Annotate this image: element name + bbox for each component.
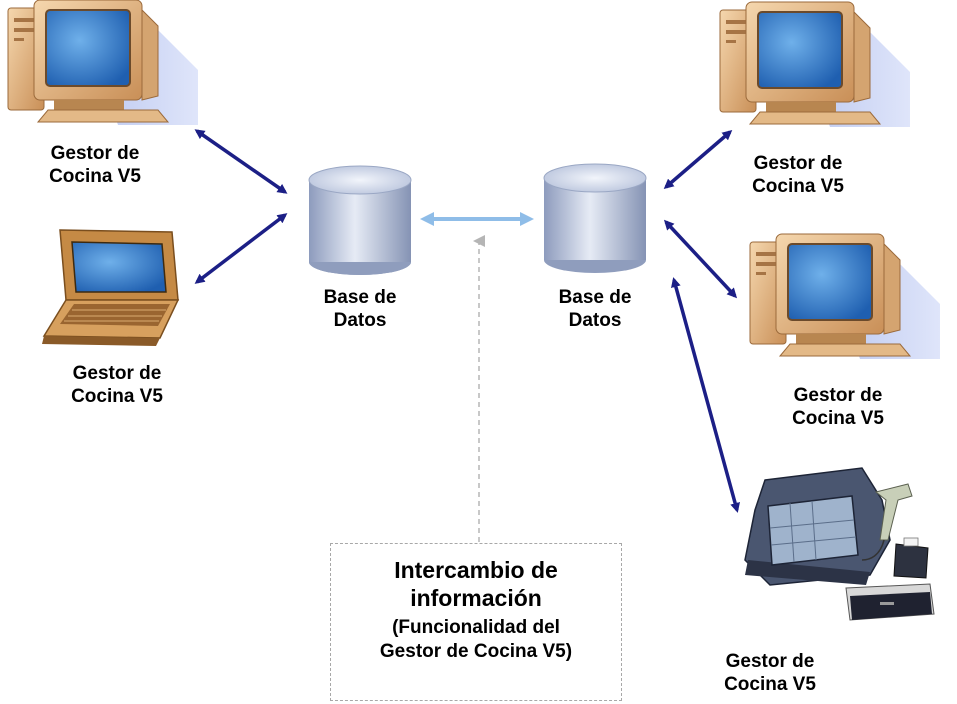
label-pc-mid-right: Gestor de Cocina V5 [758, 384, 918, 430]
label-pos-terminal: Gestor de Cocina V5 [690, 650, 850, 696]
connector-arrows [194, 129, 740, 513]
arrow-laptop-to-db [194, 213, 288, 284]
label-line: Cocina V5 [792, 408, 884, 429]
note-title-line: Intercambio de [394, 557, 558, 583]
label-line: Datos [333, 310, 387, 331]
label-line: Base de [558, 287, 632, 308]
pos-terminal-icon [744, 467, 935, 621]
label-db-left: Base de Datos [300, 286, 420, 332]
label-line: Cocina V5 [71, 386, 163, 407]
arrow-db-to-pos [671, 277, 740, 513]
label-pc-top-left: Gestor de Cocina V5 [15, 142, 175, 188]
label-line: Gestor de [753, 153, 843, 174]
label-line: Gestor de [793, 385, 883, 406]
note-subtitle-line: (Funcionalidad del [392, 617, 560, 638]
label-pc-top-right: Gestor de Cocina V5 [718, 152, 878, 198]
database-left-icon [308, 165, 412, 275]
note-title-line: información [410, 585, 542, 611]
label-line: Gestor de [72, 363, 162, 384]
label-line: Datos [568, 310, 622, 331]
note-subtitle: (Funcionalidad del Gestor de Cocina V5) [330, 616, 622, 664]
label-line: Cocina V5 [49, 166, 141, 187]
note-title: Intercambio de información [330, 556, 622, 612]
pc-top-left-icon [7, 0, 199, 126]
laptop-icon [42, 229, 180, 346]
label-line: Base de [323, 287, 397, 308]
note-box [330, 543, 622, 701]
database-right-icon [543, 163, 647, 273]
pc-mid-right-icon [749, 233, 941, 360]
label-line: Cocina V5 [752, 176, 844, 197]
arrow-db-to-pc-top-right [663, 130, 733, 189]
label-line: Gestor de [50, 143, 140, 164]
arrow-pc-top-left-to-db [194, 129, 288, 194]
pc-top-right-icon [719, 1, 911, 128]
label-laptop: Gestor de Cocina V5 [37, 362, 197, 408]
label-line: Cocina V5 [724, 674, 816, 695]
label-db-right: Base de Datos [535, 286, 655, 332]
label-line: Gestor de [725, 651, 815, 672]
note-subtitle-line: Gestor de Cocina V5) [379, 641, 573, 662]
